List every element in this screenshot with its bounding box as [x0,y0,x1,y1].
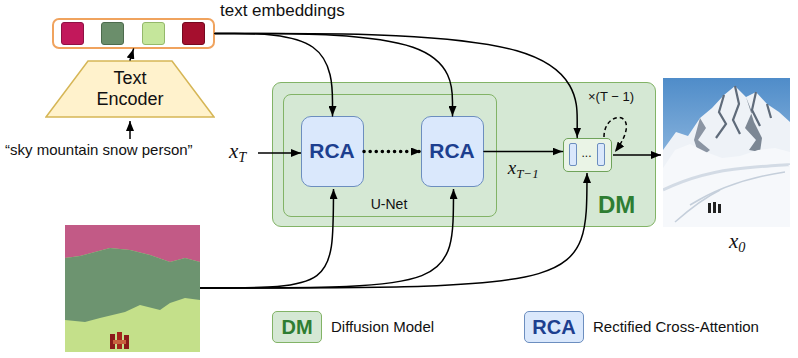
input-latent-label: xT [229,139,246,163]
unet-box: U-Net RCA RCA [283,94,497,217]
graphic-part: T [238,149,246,165]
node-label: RCA [422,139,482,163]
node-label: ... [564,147,610,161]
node-label: DM [598,191,635,219]
graphic-part: x [508,157,516,178]
person-region [113,340,126,344]
person-region [124,335,129,349]
label-holder: “sky mountain snow person” [5,141,193,158]
label-holder: xT [229,139,246,163]
node-label: U-Net [284,196,495,212]
sky-region [65,225,200,262]
embedding-token [142,22,165,45]
embedding-token [182,22,205,45]
legend-text: Rectified Cross-Attention [593,318,759,335]
graphic-part: 0 [738,239,745,255]
encoder-arrow [130,49,134,60]
graphic-part: x [729,229,738,253]
person-figure [713,202,716,213]
legend-text: Diffusion Model [331,318,434,335]
label-holder: Diffusion Model [331,318,434,335]
prompt-arrow [129,121,131,139]
label-holder: ×(T − 1) [588,90,634,105]
output-photo [663,78,790,227]
edge-label: xT−1 [508,157,539,179]
person-region [110,334,115,349]
segmentation-map [65,225,200,352]
step-block [597,143,605,166]
embedding-token [61,22,84,45]
sampler-box: ... [563,138,612,172]
prompt-text: “sky mountain snow person” [5,141,193,158]
person-figure [708,203,711,213]
iteration-count: ×(T − 1) [588,90,634,105]
rock-ridge [716,86,771,138]
photo-sky [663,78,790,227]
snow-shadow [663,165,790,190]
graphic-part: T−1 [516,165,538,180]
embedding-token [101,22,124,45]
grass-region [65,225,200,352]
rca-box: RCA [421,116,484,187]
node-label: text embeddings [220,1,345,21]
ski-track [690,172,785,205]
rock-face [694,118,710,158]
embedding-box: text embeddings [52,18,215,49]
rca-box: RCA [301,116,364,187]
ski-track [675,190,720,222]
legend-sample-text: RCA [524,316,584,339]
label-holder: RCA [524,316,584,339]
text-encoder: Text Encoder [45,60,215,118]
label-holder: Rectified Cross-Attention [593,318,759,335]
step-block [569,143,577,166]
encoder-shape [46,61,214,117]
rock-face [745,97,762,152]
snow-field [663,144,790,227]
legend-sample-text: DM [272,316,322,339]
label-holder: xT−1 [508,157,539,179]
label-holder: DM [272,316,322,339]
output-label: x0 [729,229,745,253]
mountain-region [65,248,200,322]
snowy-mountain [663,86,790,175]
person-region [117,332,122,349]
person-figure [718,204,721,213]
graphic-part: x [229,139,238,163]
node-label: Text Encoder [84,68,176,109]
node-label: RCA [302,139,362,163]
label-holder: x0 [729,229,745,253]
